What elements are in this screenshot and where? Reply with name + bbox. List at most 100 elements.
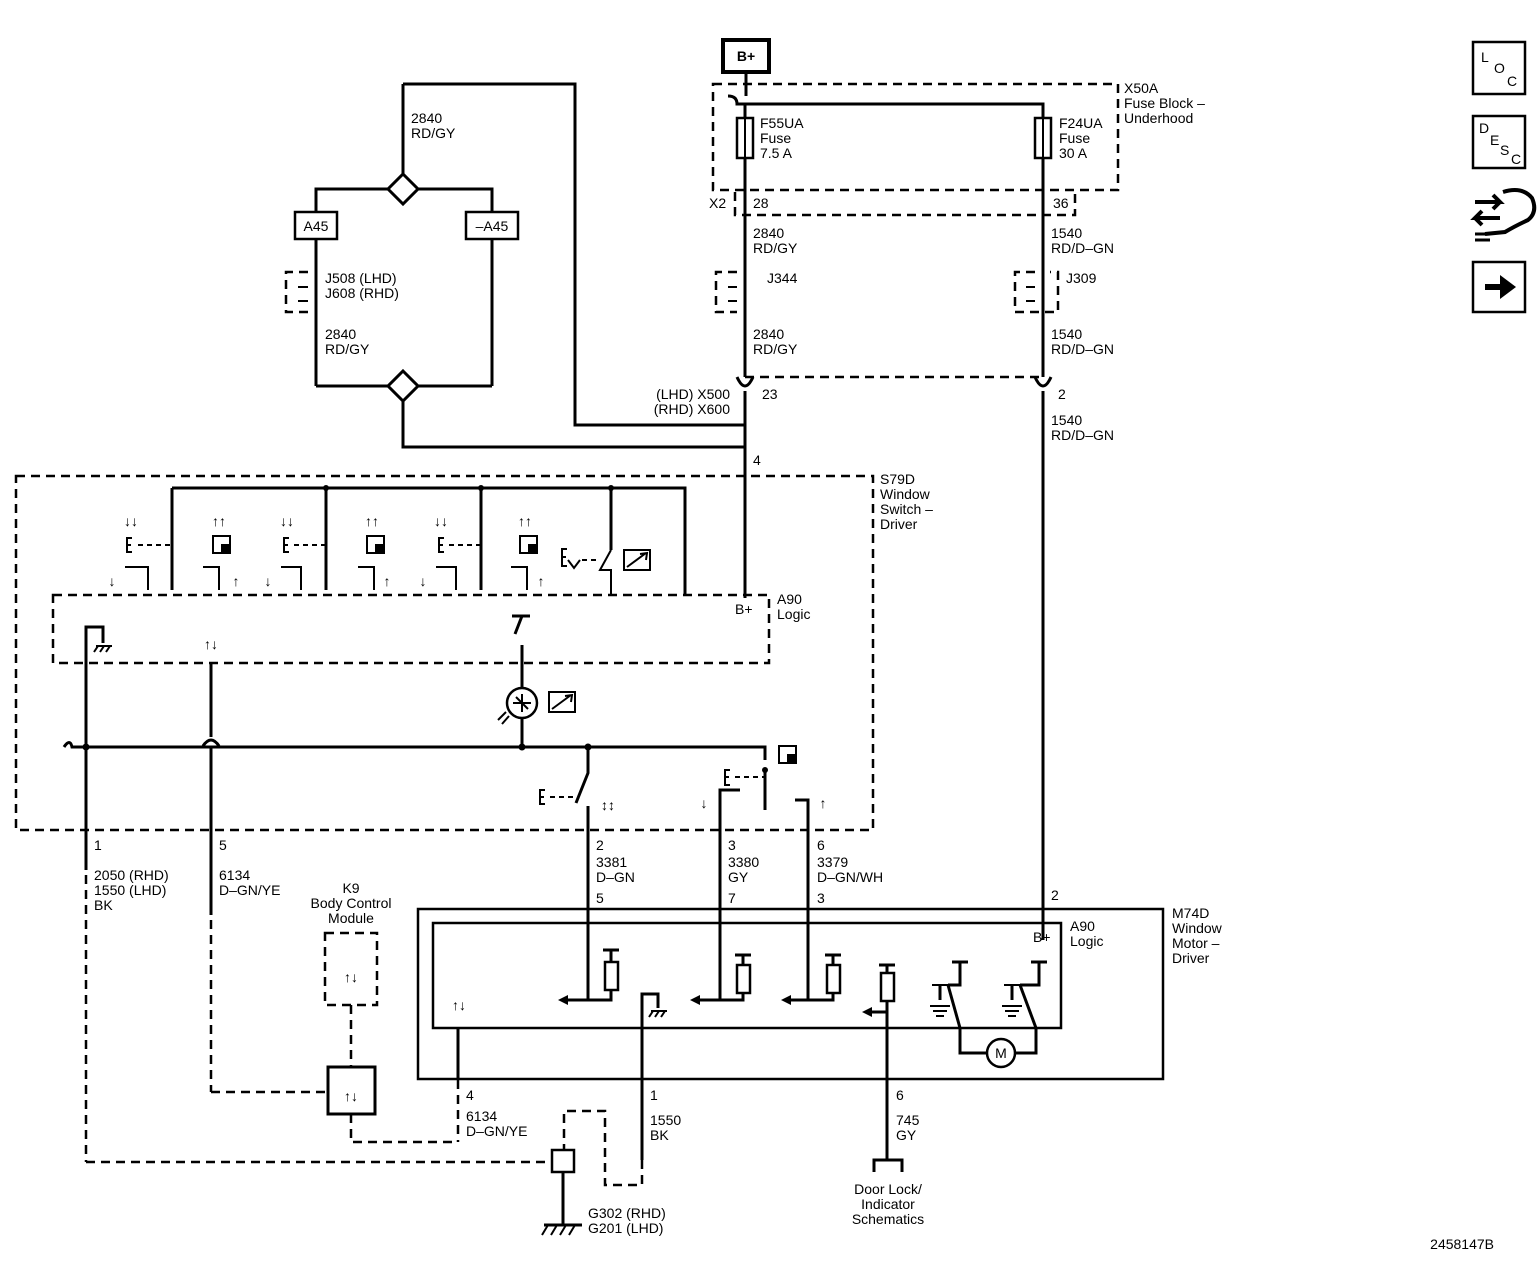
switch-contact-group-6: ↑↑ ↑ xyxy=(511,513,545,590)
down-relay-switch: ↓ xyxy=(701,769,767,1000)
svg-text:28: 28 xyxy=(753,195,769,211)
body-control-module-k9: K9 Body Control Module ↑↓ ↑↓ xyxy=(311,880,392,1116)
svg-text:Fuse: Fuse xyxy=(1059,130,1090,146)
svg-text:23: 23 xyxy=(762,386,778,402)
svg-text:1540: 1540 xyxy=(1051,326,1082,342)
svg-text:↓: ↓ xyxy=(265,573,272,589)
motor-serial-data-icon: ↑↓ xyxy=(452,997,466,1013)
splice-a45-top xyxy=(385,171,421,207)
svg-text:3: 3 xyxy=(817,890,825,906)
svg-text:E: E xyxy=(1490,132,1499,148)
switch-contact-group-5: ↓↓ ↓ xyxy=(420,513,481,590)
auto-updown-switch: ↕↕ xyxy=(539,747,615,1000)
svg-text:Door Lock/: Door Lock/ xyxy=(854,1181,922,1197)
svg-text:3380: 3380 xyxy=(728,854,759,870)
svg-text:D–GN/WH: D–GN/WH xyxy=(817,869,883,885)
svg-text:G201 (LHD): G201 (LHD) xyxy=(588,1220,663,1236)
svg-text:J508 (LHD): J508 (LHD) xyxy=(325,270,397,286)
desc-icon[interactable]: D E S C xyxy=(1471,114,1527,170)
svg-text:↑: ↑ xyxy=(233,573,240,589)
svg-text:A90: A90 xyxy=(777,591,802,607)
motor-relay-1 xyxy=(930,960,987,1055)
svg-text:7.5 A: 7.5 A xyxy=(760,145,793,161)
connector-a45: A45 xyxy=(293,210,339,241)
svg-text:J608 (RHD): J608 (RHD) xyxy=(325,285,399,301)
svg-text:(RHD) X600: (RHD) X600 xyxy=(654,401,730,417)
svg-text:1: 1 xyxy=(650,1087,658,1103)
svg-text:D: D xyxy=(1479,120,1489,136)
svg-text:G302 (RHD): G302 (RHD) xyxy=(588,1205,666,1221)
svg-text:–A45: –A45 xyxy=(476,218,509,234)
svg-text:A45: A45 xyxy=(304,218,329,234)
window-motor-m74d: M74D Window Motor – Driver xyxy=(416,905,1223,1081)
svg-text:1550 (LHD): 1550 (LHD) xyxy=(94,882,166,898)
svg-text:S: S xyxy=(1500,142,1509,158)
svg-text:F24UA: F24UA xyxy=(1059,115,1103,131)
svg-text:↑↑: ↑↑ xyxy=(212,513,226,529)
indicator-lamp xyxy=(497,614,576,747)
pullup-resistor-2 xyxy=(720,953,752,1002)
svg-text:2: 2 xyxy=(1058,386,1066,402)
svg-text:5: 5 xyxy=(219,837,227,853)
svg-text:B+: B+ xyxy=(735,601,753,617)
svg-text:2: 2 xyxy=(1051,887,1059,903)
svg-text:S79D: S79D xyxy=(880,471,915,487)
svg-text:RD/GY: RD/GY xyxy=(753,341,798,357)
loc-icon[interactable]: L O C xyxy=(1471,40,1527,96)
svg-text:X2: X2 xyxy=(709,195,726,211)
svg-text:Fuse Block –: Fuse Block – xyxy=(1124,95,1205,111)
svg-text:1: 1 xyxy=(94,837,102,853)
svg-text:D–GN: D–GN xyxy=(596,869,635,885)
svg-text:↑↑: ↑↑ xyxy=(365,513,379,529)
svg-text:L: L xyxy=(1481,49,1489,65)
svg-text:BK: BK xyxy=(650,1127,669,1143)
svg-text:Body Control: Body Control xyxy=(311,895,392,911)
up-relay-switch: ↑ xyxy=(795,795,827,1000)
pullup-resistor-1 xyxy=(588,948,620,1002)
svg-text:4: 4 xyxy=(753,452,761,468)
switch-contact-group-3: ↓↓ ↓ xyxy=(265,513,326,590)
svg-text:↑↓: ↑↓ xyxy=(344,969,358,985)
svg-text:RD/D–GN: RD/D–GN xyxy=(1051,427,1114,443)
pullup-resistor-4 xyxy=(862,963,896,1160)
svg-text:Logic: Logic xyxy=(1070,933,1103,949)
svg-text:Window: Window xyxy=(880,486,931,502)
svg-text:Logic: Logic xyxy=(777,606,810,622)
svg-text:J309: J309 xyxy=(1066,270,1097,286)
svg-text:RD/D–GN: RD/D–GN xyxy=(1051,341,1114,357)
connector-hand-icon[interactable] xyxy=(1470,188,1537,242)
svg-text:↑↓: ↑↓ xyxy=(344,1088,358,1104)
svg-text:X50A: X50A xyxy=(1124,80,1159,96)
next-arrow-icon[interactable] xyxy=(1471,260,1527,314)
svg-text:↓: ↓ xyxy=(109,573,116,589)
svg-text:RD/GY: RD/GY xyxy=(325,341,370,357)
svg-text:RD/D–GN: RD/D–GN xyxy=(1051,240,1114,256)
switch-contact-group-4: ↑↑ ↑ xyxy=(358,513,391,590)
svg-text:↓↓: ↓↓ xyxy=(280,513,294,529)
svg-text:(LHD) X500: (LHD) X500 xyxy=(656,386,730,402)
svg-text:K9: K9 xyxy=(342,880,359,896)
svg-text:2840: 2840 xyxy=(325,326,356,342)
svg-text:↓↓: ↓↓ xyxy=(124,513,138,529)
fuse-block-x50a: X50A Fuse Block – Underhood xyxy=(711,80,1205,192)
svg-text:D–GN/YE: D–GN/YE xyxy=(219,882,280,898)
serial-data-icon: ↑↓ xyxy=(204,636,218,652)
connector-x500-x600: (LHD) X500 (RHD) X600 23 2 xyxy=(654,375,1066,417)
window-switch-s79d: S79D Window Switch – Driver xyxy=(14,471,933,832)
svg-text:3: 3 xyxy=(728,837,736,853)
svg-text:↕↕: ↕↕ xyxy=(601,797,615,813)
switch-logic-a90: A90 Logic B+ xyxy=(51,591,810,665)
splice-j344: J344 xyxy=(714,270,798,314)
connector-a45-alt: –A45 xyxy=(464,210,520,241)
splice-j508-j608: J508 (LHD) J608 (RHD) xyxy=(284,270,399,314)
svg-text:C: C xyxy=(1507,73,1517,89)
svg-text:O: O xyxy=(1494,60,1505,76)
svg-text:Schematics: Schematics xyxy=(852,1211,924,1227)
svg-text:C: C xyxy=(1511,151,1521,167)
svg-text:B+: B+ xyxy=(737,48,755,64)
motor-relay-2 xyxy=(1002,960,1047,1055)
svg-text:Driver: Driver xyxy=(880,516,918,532)
figure-id: 2458147B xyxy=(1430,1236,1494,1252)
